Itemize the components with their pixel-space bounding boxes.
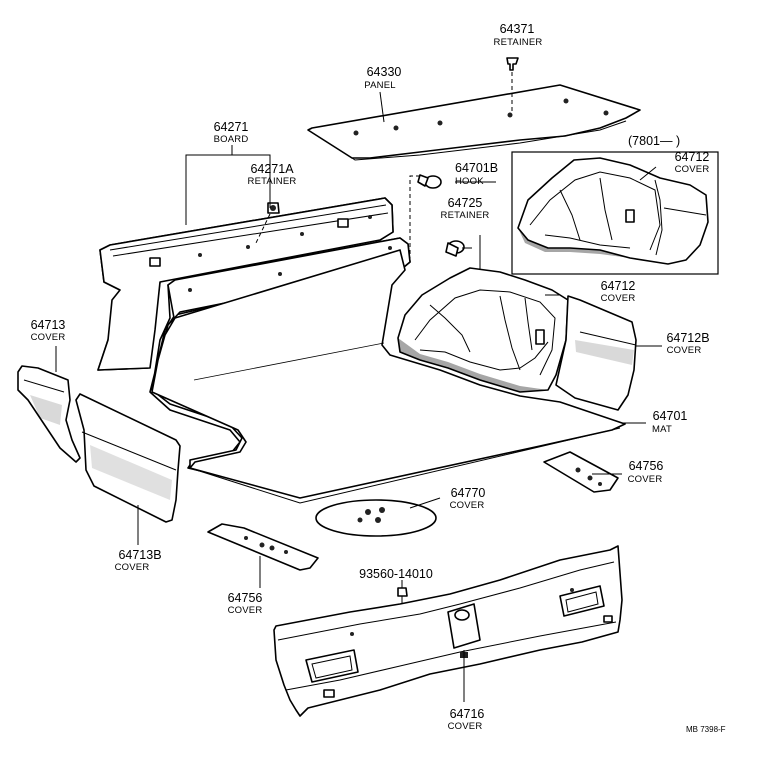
label-64712-inset-number: 64712 bbox=[675, 150, 710, 164]
variant-inset bbox=[511, 151, 719, 275]
label-64725-number: 64725 bbox=[448, 196, 483, 210]
bolt-93560-14010 bbox=[397, 587, 408, 603]
label-64271A-name: RETAINER bbox=[248, 176, 297, 187]
label-64712-inset: 64712 COVER bbox=[675, 150, 710, 175]
label-64756-left-number: 64756 bbox=[228, 591, 263, 605]
label-64712: 64712 COVER bbox=[601, 279, 636, 304]
label-ref-code: MB 7398-F bbox=[686, 725, 726, 734]
cover-64756-left bbox=[207, 523, 319, 571]
label-64371: 64371 RETAINER bbox=[494, 22, 543, 48]
board-64271 bbox=[97, 197, 394, 371]
label-64701-number: 64701 bbox=[653, 409, 688, 423]
label-64756-left: 64756 COVER bbox=[228, 591, 263, 616]
label-64271-name: BOARD bbox=[214, 134, 249, 145]
label-64770: 64770 COVER bbox=[450, 486, 486, 511]
label-64712-inset-name: COVER bbox=[675, 164, 710, 175]
label-64371-number: 64371 bbox=[500, 22, 535, 36]
label-64712B-number: 64712B bbox=[666, 331, 709, 345]
label-64701B: 64701B HOOK bbox=[455, 161, 498, 187]
label-64713B-number: 64713B bbox=[118, 548, 161, 562]
label-64712B: 64712B COVER bbox=[666, 331, 709, 356]
label-64716: 64716 COVER bbox=[448, 707, 485, 732]
label-64712-number: 64712 bbox=[601, 279, 636, 293]
cover-64716 bbox=[273, 545, 623, 717]
cover-64712B bbox=[555, 295, 637, 411]
label-64756-right: 64756 COVER bbox=[628, 459, 664, 485]
label-64713B-name: COVER bbox=[115, 562, 150, 573]
hook-64701B bbox=[409, 174, 442, 260]
label-64271A-number: 64271A bbox=[250, 162, 294, 176]
label-64330-number: 64330 bbox=[367, 65, 402, 79]
ref-code-text: MB 7398-F bbox=[686, 725, 726, 734]
label-variant: (7801— ) bbox=[628, 134, 680, 148]
retainer-64371 bbox=[506, 57, 519, 113]
cover-64713 bbox=[17, 365, 81, 463]
panel-64330 bbox=[307, 84, 641, 161]
retainer-64271A bbox=[254, 202, 280, 246]
label-64716-number: 64716 bbox=[450, 707, 485, 721]
spare-cover-64770 bbox=[315, 499, 437, 537]
cover-64713B bbox=[75, 393, 181, 523]
label-64756-right-name: COVER bbox=[628, 474, 663, 485]
label-93560-14010: 93560-14010 bbox=[359, 567, 433, 581]
label-64756-right-number: 64756 bbox=[629, 459, 664, 473]
label-64330: 64330 PANEL bbox=[364, 65, 401, 91]
label-64713: 64713 COVER bbox=[31, 318, 66, 343]
label-64712-name: COVER bbox=[601, 293, 636, 304]
label-64725: 64725 RETAINER bbox=[441, 196, 490, 221]
label-64713-name: COVER bbox=[31, 332, 66, 343]
label-64770-number: 64770 bbox=[451, 486, 486, 500]
label-64371-name: RETAINER bbox=[494, 37, 543, 48]
label-64712B-name: COVER bbox=[667, 345, 702, 356]
label-64701-name: MAT bbox=[652, 424, 672, 435]
label-64713-number: 64713 bbox=[31, 318, 66, 332]
label-64701B-name: HOOK bbox=[455, 176, 484, 187]
label-64716-name: COVER bbox=[448, 721, 483, 732]
label-64770-name: COVER bbox=[450, 500, 485, 511]
label-64756-left-name: COVER bbox=[228, 605, 263, 616]
label-64701: 64701 MAT bbox=[652, 409, 687, 435]
label-64725-name: RETAINER bbox=[441, 210, 490, 221]
label-64271-number: 64271 bbox=[214, 120, 249, 134]
cover-64756-right bbox=[543, 451, 619, 493]
label-64713B: 64713B COVER bbox=[115, 548, 162, 573]
label-64701B-number: 64701B bbox=[455, 161, 498, 175]
board-leader bbox=[185, 145, 271, 225]
leader-lines bbox=[55, 91, 662, 702]
label-64330-name: PANEL bbox=[364, 80, 395, 91]
label-variant-text: (7801— ) bbox=[628, 134, 680, 148]
label-64271: 64271 BOARD bbox=[214, 120, 249, 145]
label-93560-number: 93560-14010 bbox=[359, 567, 433, 581]
label-64271A: 64271A RETAINER bbox=[248, 162, 297, 187]
mat-64701 bbox=[151, 249, 626, 504]
